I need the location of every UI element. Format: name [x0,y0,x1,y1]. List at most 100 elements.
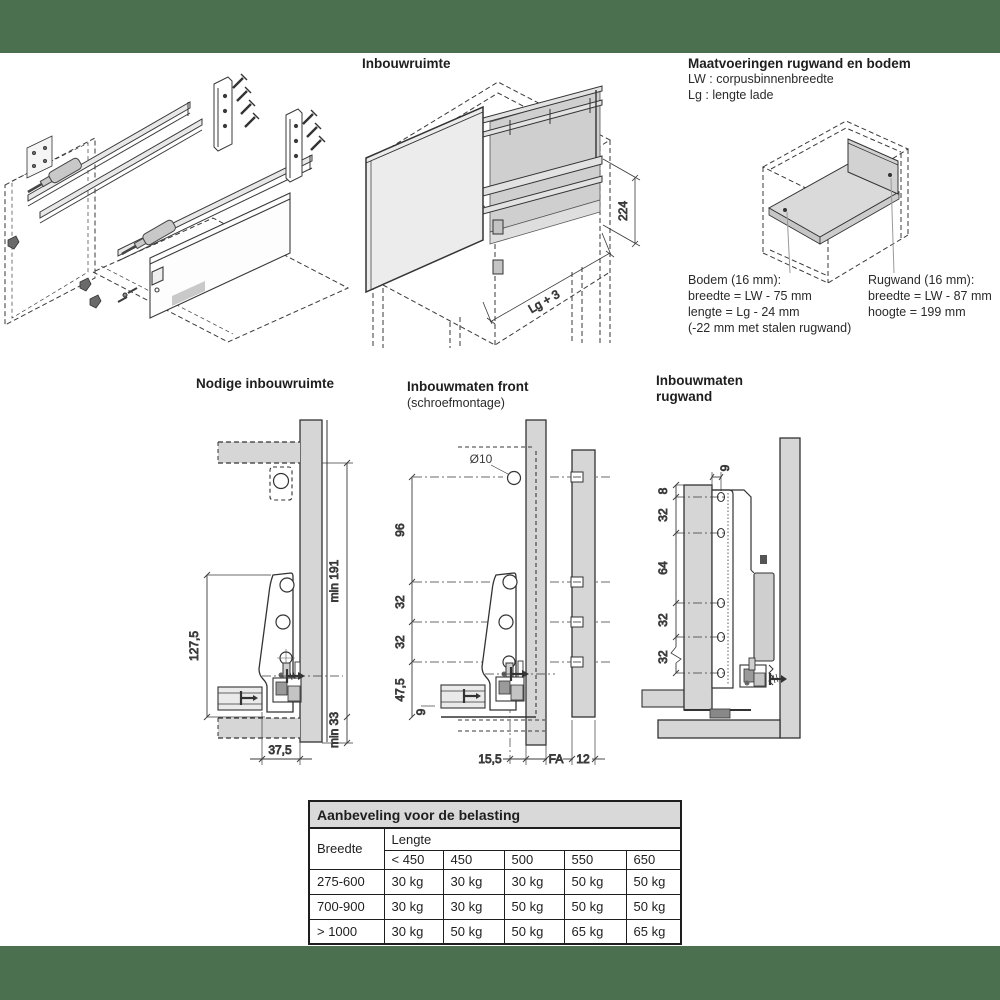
cell: 50 kg [442,918,505,945]
bottom-rail [440,684,486,709]
left-dim-chain: 96 32 32 47,5 9 [395,473,435,721]
cell: 30 kg [442,868,505,895]
mounting-screws [232,73,326,151]
drawer-rails [482,85,603,275]
damper-cylinders [27,157,176,256]
bodem-line3: (-22 mm met stalen rugwand) [688,321,852,335]
dim-475: 47,5 [395,678,407,702]
length-col-0: < 450 [383,849,444,870]
side-screw [262,669,343,683]
dim-height-label: 224 [616,201,630,221]
inbouwruimte-drawing: 224 Lg + 3 [365,81,641,348]
knock-in-position [269,466,293,501]
rugwand-title-line2: rugwand [656,389,713,404]
cabinet-panel [525,419,547,746]
dim-224: 224 [602,158,641,248]
rugwand-line2: hoogte = 199 mm [868,305,966,319]
dim-155: 15,5 [478,752,502,766]
cell: 30 kg [383,868,444,895]
left-dim-chain: 8 32 64 32 32 [656,481,684,677]
cell: 50 kg [625,893,682,920]
dim-32c: 32 [656,650,670,664]
cabinet-structure [641,437,801,739]
length-col-1: 450 [442,849,505,870]
bodem-panel [767,162,900,245]
nodige-inbouwruimte-drawing: 127,5 min 191 min 33 37,5 [187,419,353,765]
cell: 30 kg [383,918,444,945]
inbouwmaten-rugwand-drawing: 8 32 64 32 32 9 [641,437,801,739]
bottom-shelf-dashed [217,717,300,739]
dim-fa: FA [549,752,564,766]
top-shelf-dashed [217,441,300,464]
hole-mark: Ø10 [470,452,522,486]
dim-32b: 32 [395,635,407,649]
nodige-title: Nodige inbouwruimte [196,376,334,391]
front-bracket-profile [441,572,536,718]
cell: 65 kg [563,918,627,945]
maatvoeringen-title: Maatvoeringen rugwand en bodem [688,56,911,71]
dim-lg3: Lg + 3 [482,232,615,325]
cell: 50 kg [503,893,565,920]
front-bracket-profile [258,572,302,713]
dim-min-top: min 191 [327,559,341,602]
rugwand-title-line1: Inbouwmaten [656,373,743,388]
cell: 50 kg [563,868,627,895]
drawer-front-panel [365,105,484,294]
cell: 30 kg [503,868,565,895]
load-recommendation-table: Aanbeveling voor de belasting Breedte Le… [308,800,683,945]
bodem-title: Bodem (16 mm): [688,273,782,287]
top-green-band [0,0,1000,53]
drawer-silhouette-dashed [458,446,545,732]
col-header-lengte: Lengte [383,827,682,851]
dim-32b: 32 [656,613,670,627]
rugwand-specs: Rugwand (16 mm): breedte = LW - 87 mm ho… [868,272,992,320]
exploded-view-drawing [4,73,350,343]
front-title: Inbouwmaten front [407,379,529,394]
legend-lw: LW : corpusbinnenbreedte [688,72,834,86]
cabinet-side-panel [299,419,328,743]
bodem-line1: breedte = LW - 75 mm [688,289,812,303]
rear-bracket [684,489,775,719]
rugwand-line1: breedte = LW - 87 mm [868,289,992,303]
table-title: Aanbeveling voor de belasting [308,800,682,829]
rugwand-panel-section [683,484,734,711]
hole-axis-rows [676,496,725,674]
dim-8: 8 [656,487,670,494]
bottom-green-band [0,946,1000,1000]
row-label: > 1000 [308,918,385,945]
cell: 50 kg [563,893,627,920]
side-screw [485,667,555,681]
cell: 65 kg [625,918,682,945]
rugwand-title: Rugwand (16 mm): [868,273,975,287]
dim-min33: min 33 [322,711,353,748]
length-col-2: 500 [503,849,565,870]
col-header-breedte: Breedte [308,827,385,870]
cell: 30 kg [442,893,505,920]
dim-64: 64 [656,561,670,575]
dim-min-bottom: min 33 [327,712,341,748]
dim-12: 12 [576,752,590,766]
front-subtitle: (schroefmontage) [407,396,505,410]
dim-9-top: 9 [709,464,732,491]
back-brackets [213,76,303,183]
hole-diameter-label: Ø10 [470,452,493,466]
small-fittings [7,135,102,309]
inbouwmaten-front-drawing: Ø10 96 32 32 47,5 9 [395,419,610,767]
rear-screw [768,673,787,685]
rugwand-panel [847,138,899,195]
table-row: 275-600 30 kg 30 kg 30 kg 50 kg 50 kg [308,868,682,895]
cell: 50 kg [625,868,682,895]
dim-32a: 32 [395,595,407,609]
dim-9-label: 9 [718,464,732,471]
dim-32a: 32 [656,508,670,522]
bodem-rugwand-drawing [761,120,910,284]
bottom-dims: 15,5 FA 12 [478,720,605,766]
bottom-rail [217,686,263,711]
row-label: 700-900 [308,893,385,920]
dim-375: 37,5 [250,712,312,765]
dim-front-offset: 37,5 [268,743,292,757]
legend-lg: Lg : lengte lade [688,88,774,102]
length-col-4: 650 [625,849,682,870]
dim-9-front: 9 [414,708,428,715]
